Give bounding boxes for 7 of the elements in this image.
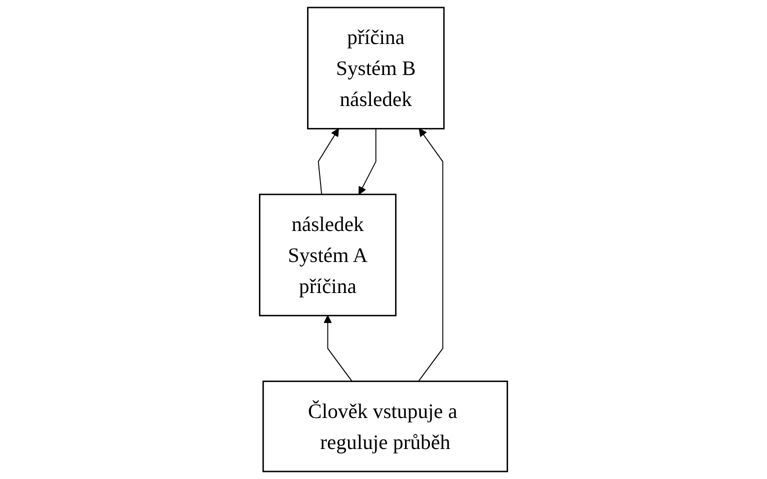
arrow [324, 315, 352, 382]
arrow [318, 128, 339, 195]
node-box: příčina Systém B následek [307, 6, 445, 130]
arrow [358, 128, 376, 195]
node-box: následek Systém A příčina [258, 194, 397, 316]
node-box: Člověk vstupuje a reguluje průběh [262, 380, 508, 472]
arrow [418, 128, 444, 382]
